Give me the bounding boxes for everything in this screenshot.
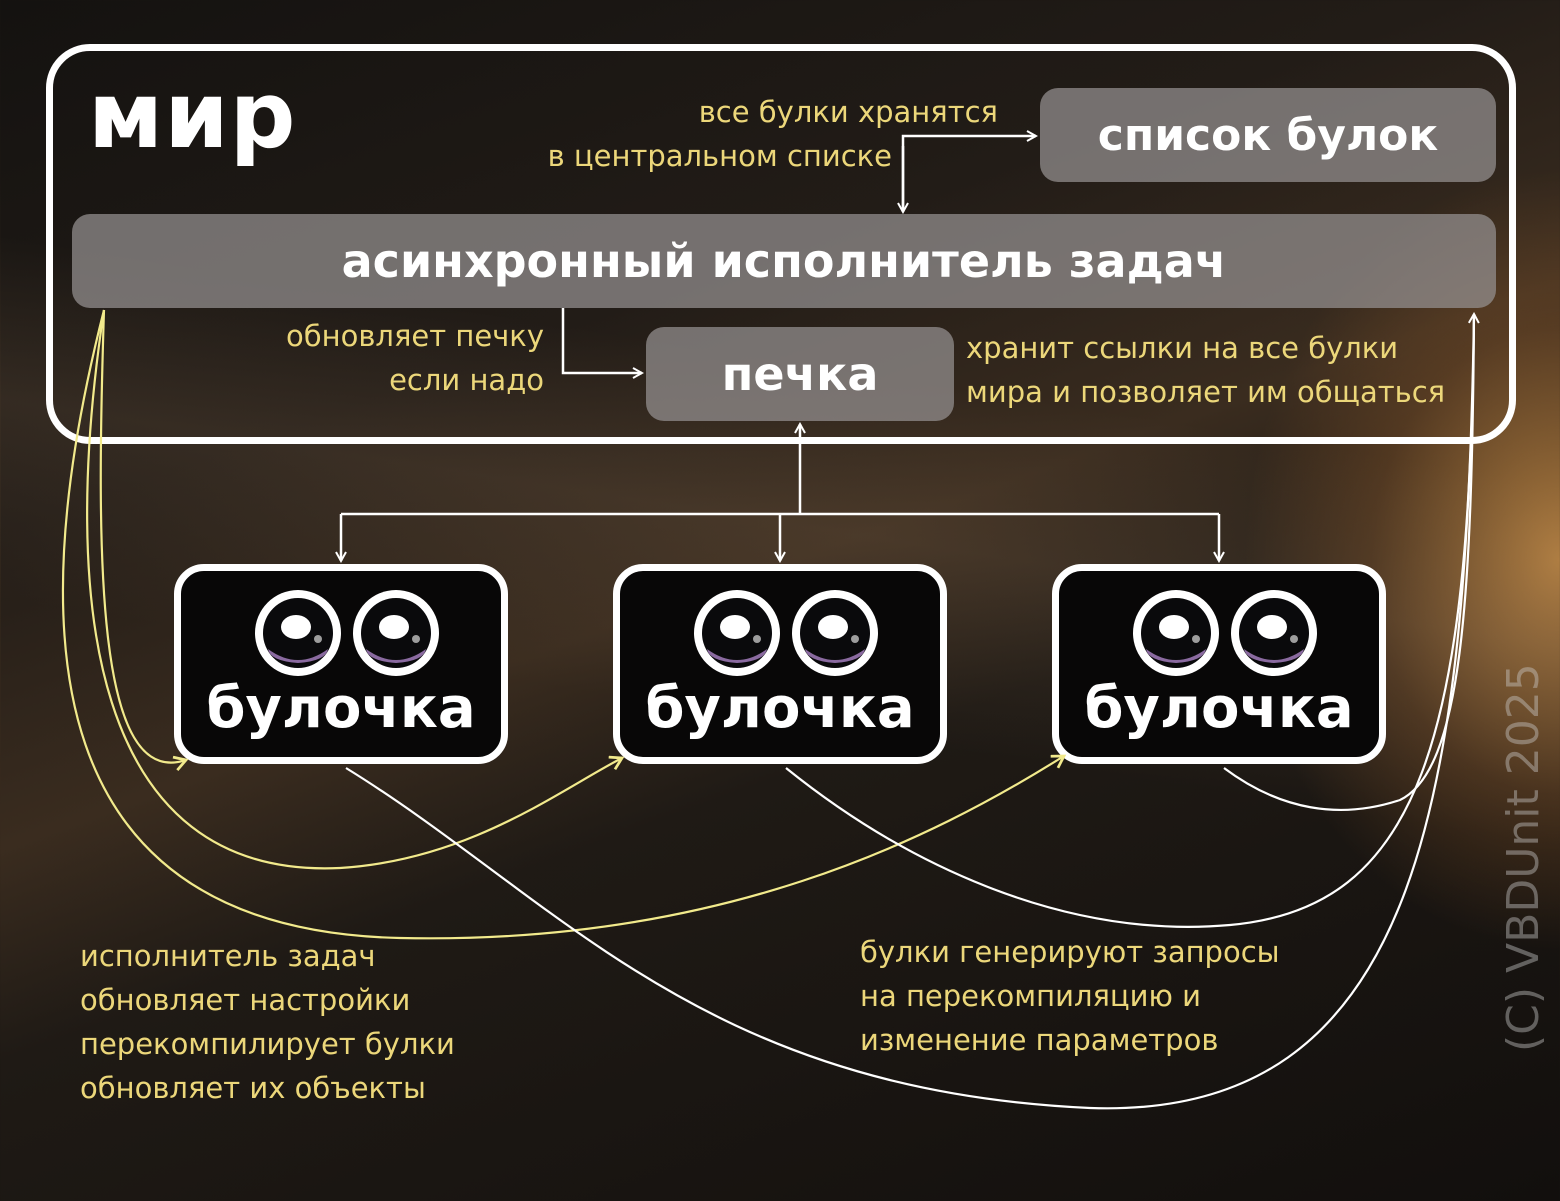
bun-node-2: булочка xyxy=(613,564,947,764)
bun-2-request-arrow xyxy=(785,313,1476,928)
note-line: все булки хранятся xyxy=(698,95,998,129)
bun-eyes-icon xyxy=(1133,590,1317,676)
copyright-watermark: (C) VBDUnit 2025 xyxy=(1498,663,1549,1052)
bun-label: булочка xyxy=(645,676,915,741)
note-line: мира и позволяет им общаться xyxy=(966,375,1446,409)
eye-left xyxy=(694,590,780,676)
note-line: перекомпилирует булки xyxy=(80,1027,455,1061)
arrow-executor-to-oven xyxy=(561,308,642,373)
bun-label: булочка xyxy=(206,676,476,741)
note-line: если надо xyxy=(389,363,544,397)
note-line: обновляет их объекты xyxy=(80,1071,426,1105)
note-line: исполнитель задач xyxy=(80,939,376,973)
note-executor-tasks: исполнитель задач обновляет настройки пе… xyxy=(80,934,455,1110)
oven-box: печка xyxy=(646,327,954,421)
note-line: изменение параметров xyxy=(860,1023,1219,1057)
eye-right xyxy=(353,590,439,676)
bun-node-3: булочка xyxy=(1052,564,1386,764)
eye-right xyxy=(1231,590,1317,676)
note-bun-requests: булки генерируют запросы на перекомпиляц… xyxy=(860,930,1280,1062)
bun-eyes-icon xyxy=(694,590,878,676)
note-central-list: все булки хранятся в центральном списке xyxy=(520,90,998,178)
note-line: обновляет печку xyxy=(286,319,544,353)
executor-arrow-to-bun-3 xyxy=(61,309,1064,940)
note-line: обновляет настройки xyxy=(80,983,411,1017)
world-title: мир xyxy=(88,62,297,169)
arrow-executor-to-list xyxy=(901,136,1036,210)
eye-right xyxy=(792,590,878,676)
bun-eyes-icon xyxy=(255,590,439,676)
bun-node-1: булочка xyxy=(174,564,508,764)
note-oven-links: хранит ссылки на все булки мира и позвол… xyxy=(966,326,1445,414)
executor-arrow-to-bun-2 xyxy=(86,309,622,870)
bun-label: булочка xyxy=(1084,676,1354,741)
note-line: булки генерируют запросы xyxy=(860,935,1280,969)
eye-left xyxy=(1133,590,1219,676)
bun-list-box: список булок xyxy=(1040,88,1496,182)
bun-1-request-arrow xyxy=(345,314,1474,1110)
executor-arrow-to-bun-1 xyxy=(99,309,186,763)
world-frame xyxy=(46,44,1516,444)
eye-left xyxy=(255,590,341,676)
bun-3-request-arrow xyxy=(1223,313,1476,811)
task-executor-box: асинхронный исполнитель задач xyxy=(72,214,1496,308)
note-line: на перекомпиляцию и xyxy=(860,979,1201,1013)
note-line: в центральном списке xyxy=(547,139,892,173)
note-updates-oven: обновляет печку если надо xyxy=(250,314,544,402)
note-line: хранит ссылки на все булки xyxy=(966,331,1399,365)
